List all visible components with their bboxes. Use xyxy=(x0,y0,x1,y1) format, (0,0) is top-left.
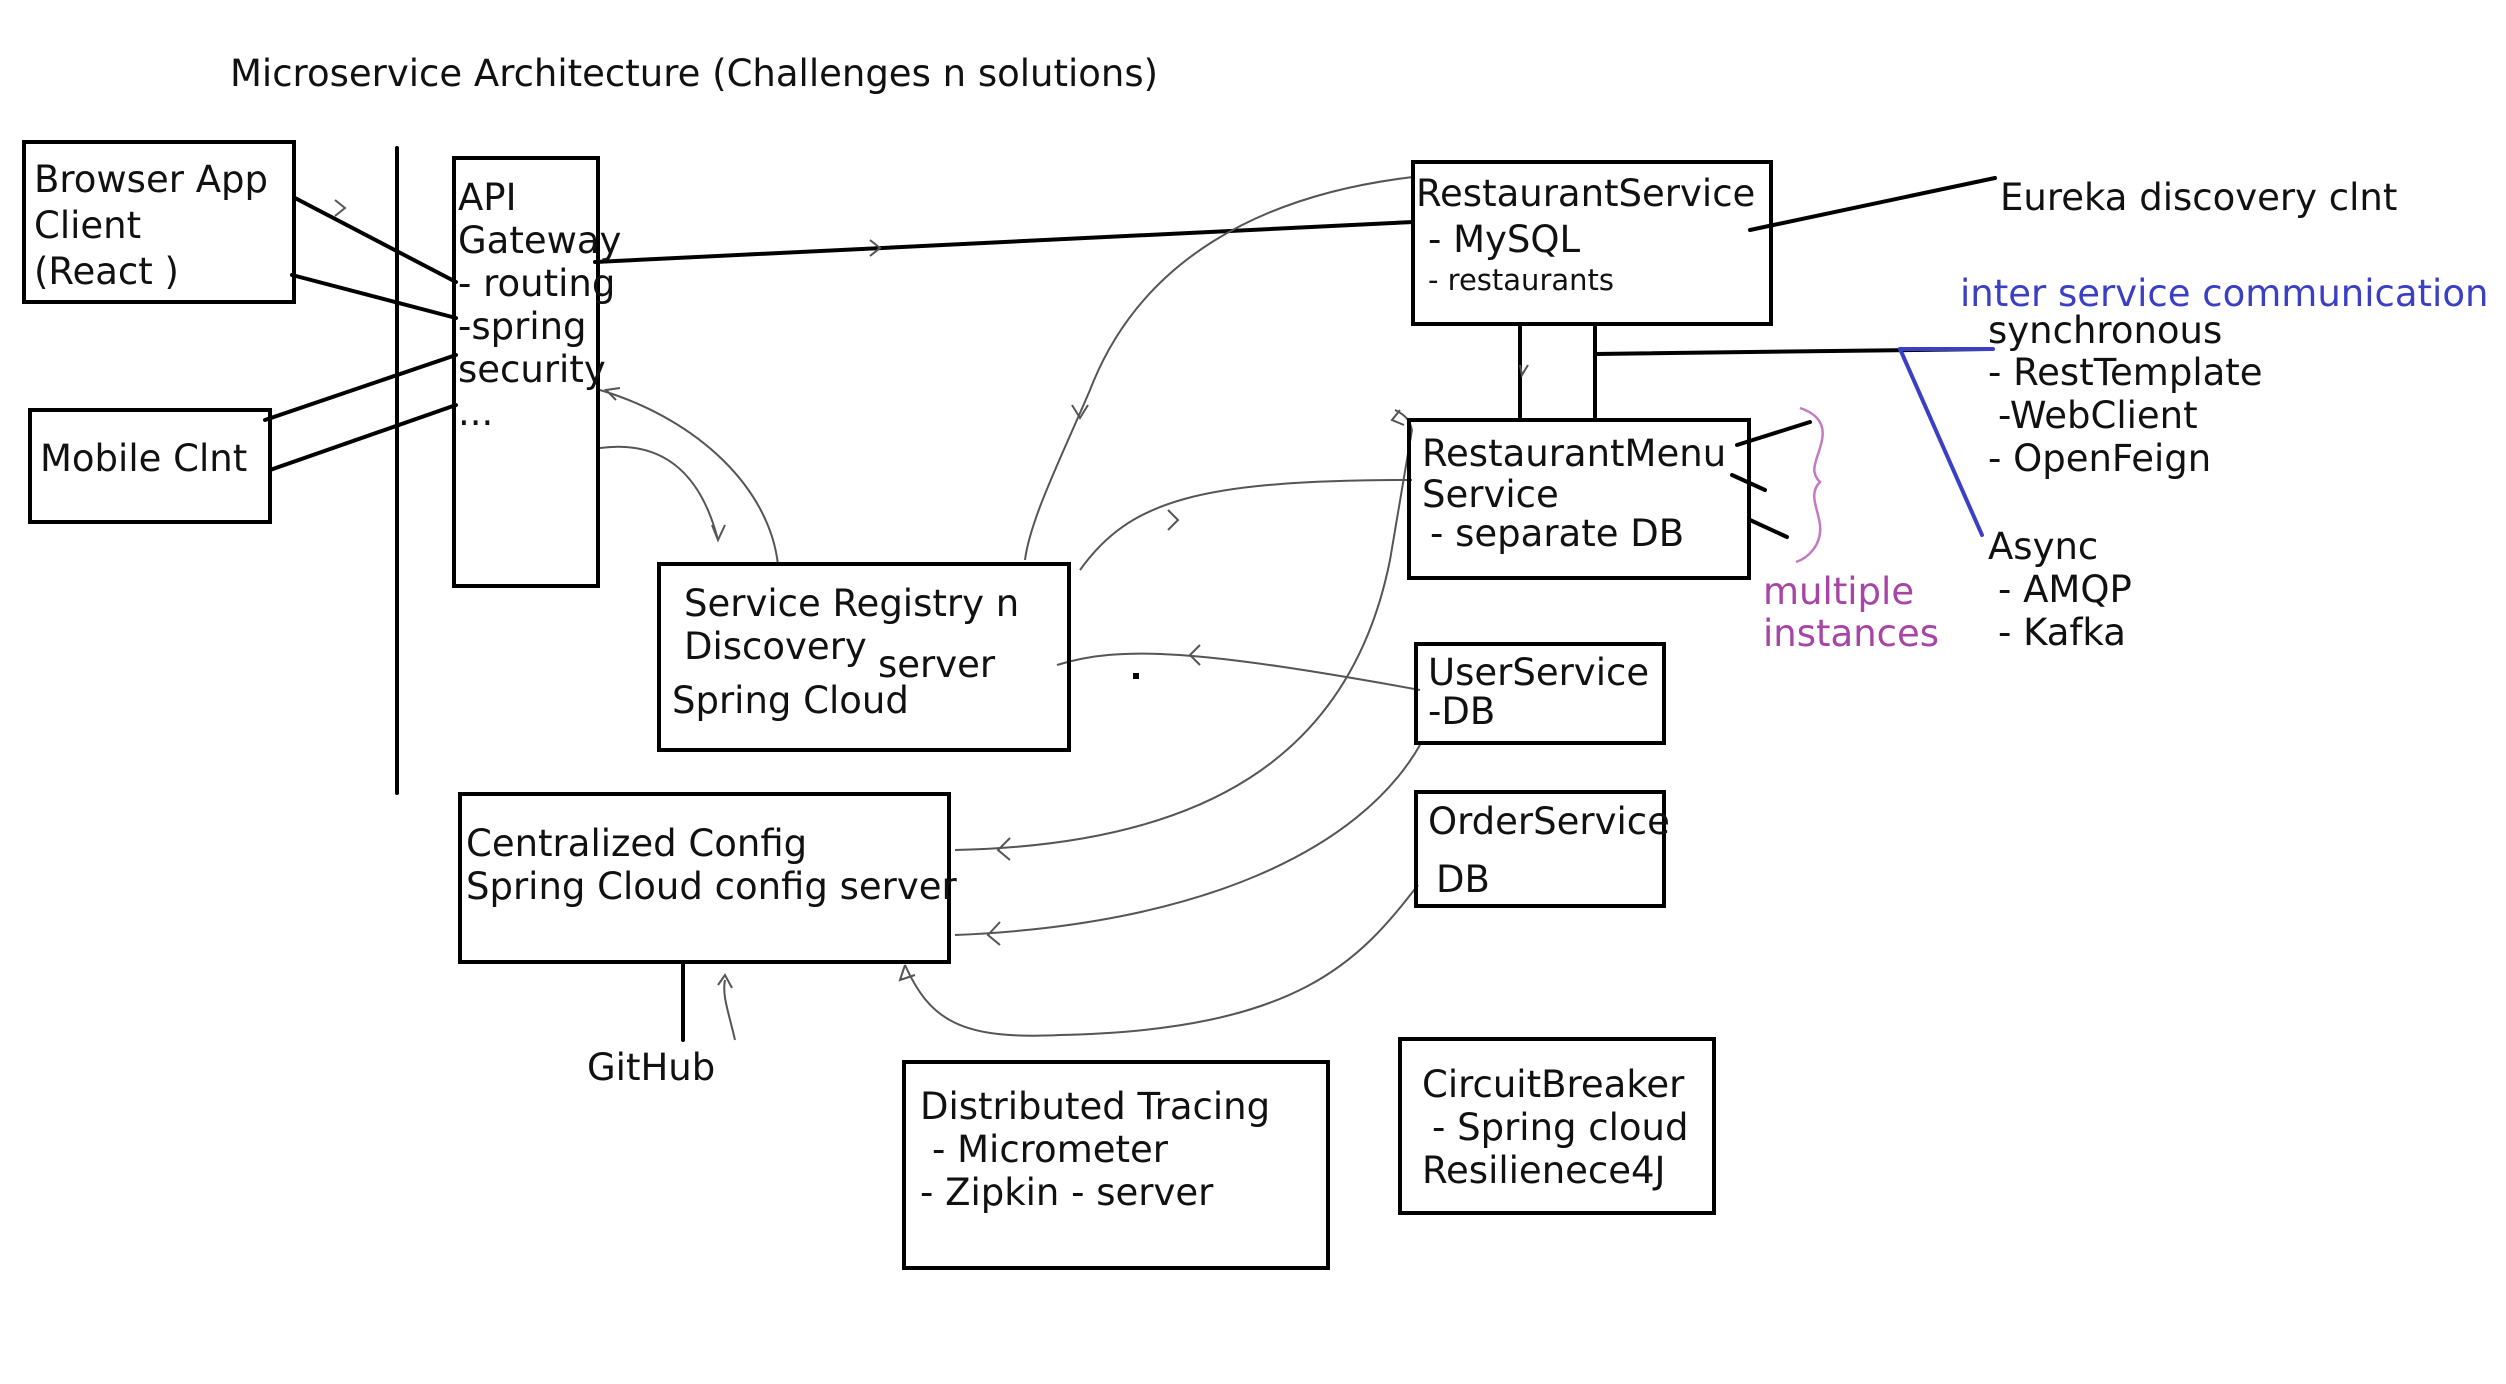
gateway-line-1: API xyxy=(458,176,517,219)
eureka-label: Eureka discovery clnt xyxy=(2000,176,2398,219)
browser-client-label-1: Browser App xyxy=(34,158,268,201)
order-service-line-1: OrderService xyxy=(1428,800,1670,843)
sync-item-resttemplate: - RestTemplate xyxy=(1988,351,2263,394)
registry-line-2: Discovery xyxy=(684,625,867,668)
circuit-breaker-box xyxy=(1398,1037,1716,1215)
browser-to-gateway-line-2 xyxy=(290,273,458,320)
tracing-line-3: - Zipkin - server xyxy=(920,1171,1214,1214)
multiple-instances-line-2: instances xyxy=(1763,612,1940,655)
browser-client-label-3: (React ) xyxy=(34,250,179,293)
sync-item-webclient: -WebClient xyxy=(1998,394,2198,437)
restaurant-service-db: - MySQL xyxy=(1428,218,1581,261)
multiple-instances-line-1: multiple xyxy=(1763,570,1915,613)
menu-service-line-3: - separate DB xyxy=(1430,512,1685,555)
browser-client-box xyxy=(22,140,296,304)
sync-item-openfeign: - OpenFeign xyxy=(1988,437,2212,480)
registry-line-1: Service Registry n xyxy=(684,582,1020,625)
mobile-to-gateway-line xyxy=(263,353,458,422)
restaurant-menu-service-box xyxy=(1407,418,1751,580)
user-service-box xyxy=(1414,642,1666,745)
gateway-to-registry-arrow xyxy=(599,445,719,541)
order-service-line-2: DB xyxy=(1436,858,1490,901)
user-service-line-2: -DB xyxy=(1428,690,1496,733)
sync-label: synchronous xyxy=(1988,309,2223,352)
restaurant-service-table: - restaurants xyxy=(1428,263,1614,297)
gateway-line-4: -spring xyxy=(458,305,587,348)
api-gateway-box xyxy=(452,156,600,588)
service-registry-box xyxy=(657,562,1071,752)
order-service-box xyxy=(1414,790,1666,908)
gateway-line-2: Gateway xyxy=(458,219,622,262)
stray-dot xyxy=(1133,673,1139,679)
circuit-breaker-line-1: CircuitBreaker xyxy=(1422,1063,1685,1106)
menu-to-config-arrow xyxy=(954,429,1413,851)
registry-to-gateway-arrow xyxy=(599,389,779,566)
restaurant-service-box xyxy=(1411,160,1773,326)
mobile-to-gateway-line-2 xyxy=(268,403,458,472)
github-to-config-arrow xyxy=(723,979,736,1041)
centralized-config-box xyxy=(458,792,951,964)
gateway-line-6: ... xyxy=(458,391,494,434)
menu-service-line-2: Service xyxy=(1422,473,1559,516)
distributed-tracing-box xyxy=(902,1060,1330,1270)
user-to-config-arrow xyxy=(954,744,1421,936)
async-item-amqp: - AMQP xyxy=(1998,568,2132,611)
order-to-config-arrow xyxy=(904,884,1419,1037)
restaurant-to-eureka-line xyxy=(1748,176,1997,232)
browser-client-label-2: Client xyxy=(34,204,142,247)
tracing-line-2: - Micrometer xyxy=(932,1128,1168,1171)
multiple-instances-brace xyxy=(1795,406,1824,564)
registry-to-menu-hook xyxy=(1394,409,1413,431)
async-item-kafka: - Kafka xyxy=(1998,611,2126,654)
menu-to-registry-arrow xyxy=(1079,479,1413,571)
gateway-line-3: - routing xyxy=(458,262,616,305)
restaurant-service-name: RestaurantService xyxy=(1416,172,1756,215)
registry-line-2b: server xyxy=(878,643,996,686)
browser-to-gateway-line xyxy=(293,196,458,284)
config-line-2: Spring Cloud config server xyxy=(466,865,957,908)
gateway-line-5: security xyxy=(458,348,606,391)
menu-service-line-1: RestaurantMenu xyxy=(1422,432,1727,475)
inter-service-heading: inter service communication xyxy=(1960,272,2489,315)
user-to-registry-arrow xyxy=(1056,652,1421,691)
restaurant-to-registry-arrow xyxy=(1024,176,1414,561)
circuit-breaker-line-3: Resilienece4J xyxy=(1422,1149,1666,1192)
diagram-title: Microservice Architecture (Challenges n … xyxy=(230,52,1159,95)
mobile-client-label: Mobile Clnt xyxy=(40,437,248,480)
gateway-to-restaurant-line xyxy=(593,220,1415,264)
mobile-client-box xyxy=(28,408,272,524)
github-label: GitHub xyxy=(587,1046,716,1089)
user-service-line-1: UserService xyxy=(1428,651,1650,694)
config-line-1: Centralized Config xyxy=(466,822,808,865)
instance-stub-3 xyxy=(1748,518,1789,539)
circuit-breaker-line-2: - Spring cloud xyxy=(1432,1106,1689,1149)
tracing-line-1: Distributed Tracing xyxy=(920,1085,1271,1128)
registry-line-3: Spring Cloud xyxy=(672,679,909,722)
async-label: Async xyxy=(1988,525,2099,568)
